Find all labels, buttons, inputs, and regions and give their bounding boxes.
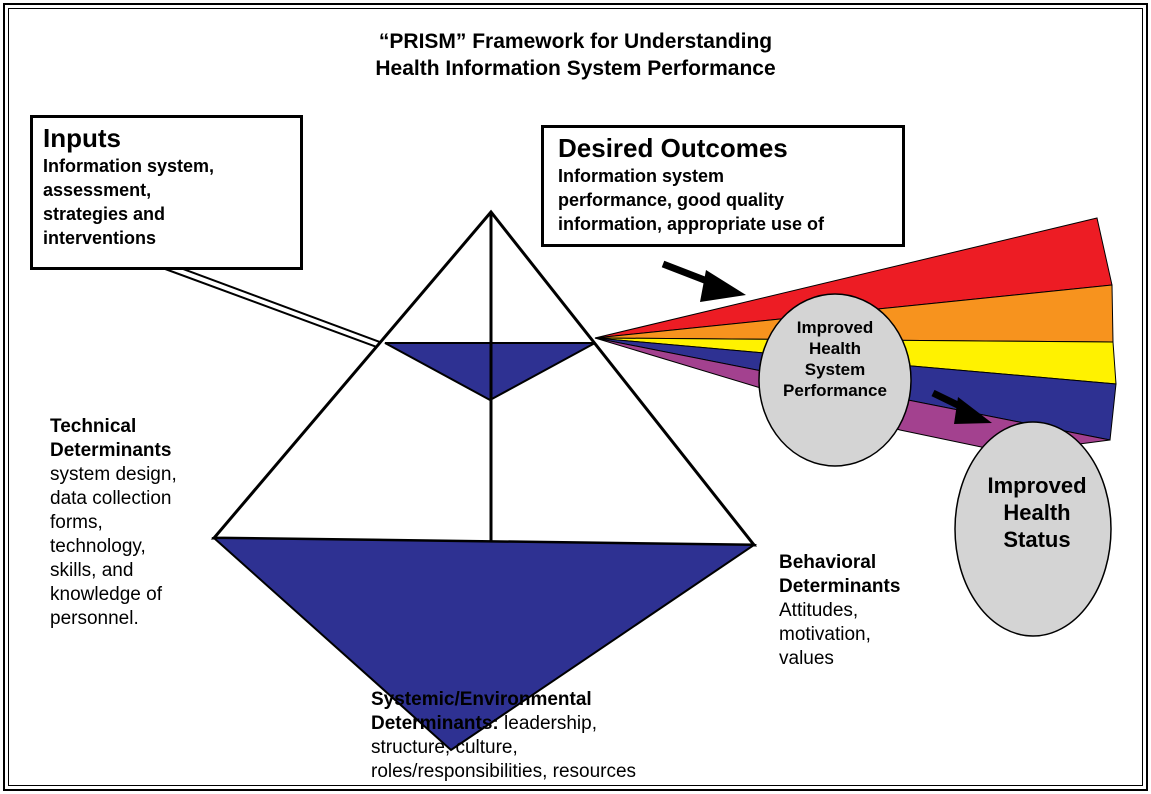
outcomes-line: information, appropriate use of [558,214,825,234]
arrow-head-icon [700,270,746,302]
title-line: Health Information System Performance [375,57,776,80]
oval-line: Performance [783,381,887,400]
title-line: “PRISM” Framework for Understanding [378,30,773,53]
outcomes-line: performance, good quality [558,190,785,210]
systemic-line: roles/responsibilities, resources [371,761,637,782]
technical-heading: Technical [50,416,137,437]
behavioral-heading: Behavioral [779,552,877,573]
oval-line: System [804,360,866,379]
technical-determinants: Technical Determinants system design, da… [50,415,230,631]
outcomes-heading: Desired Outcomes [558,133,788,163]
input-beam-line [137,258,386,351]
systemic-line: structure, culture, [371,737,518,758]
inputs-line: assessment, [43,180,152,200]
systemic-heading: Systemic/Environmental [371,689,592,710]
behavioral-line: motivation, [779,624,871,645]
technical-line: knowledge of [50,584,162,605]
outer-frame [3,3,1148,791]
systemic-line-rest: leadership, [498,713,597,734]
systemic-heading-suffix: Determinants: [371,713,499,734]
oval-line: Improved [987,473,1087,498]
behavioral-line: values [779,648,834,669]
desired-outcomes-box: Desired Outcomes Information system perf… [541,125,905,247]
behavioral-heading: Determinants [779,576,901,597]
inner-frame [8,8,1143,786]
technical-line: data collection [50,488,172,509]
inputs-line: Information system, [43,156,215,176]
technical-heading: Determinants [50,440,172,461]
inputs-line: interventions [43,228,157,248]
inputs-line: strategies and [43,204,166,224]
systemic-determinants: Systemic/Environmental Determinants: lea… [371,688,751,784]
behavioral-line: Attitudes, [779,600,859,621]
oval-health-status [954,421,1112,637]
arrow-head-icon [954,397,992,424]
technical-line: forms, [50,512,103,533]
systemic-line: Determinants: leadership, [371,712,751,736]
inputs-box: Inputs Information system, assessment, s… [30,115,303,270]
inputs-heading: Inputs [43,123,121,153]
oval-health-system [758,293,912,467]
outcomes-line: Information system [558,166,725,186]
behavioral-determinants: Behavioral Determinants Attitudes, motiv… [779,551,979,671]
prism-base-triangle [211,536,758,752]
oval-health-status-label: Improved Health Status [962,472,1112,553]
oval-line: Health [809,339,861,358]
oval-health-system-label: Improved Health System Performance [765,317,905,401]
technical-line: personnel. [50,608,139,629]
technical-line: system design, [50,464,177,485]
page-title: “PRISM” Framework for Understanding Heal… [0,28,1151,82]
technical-line: technology, [50,536,146,557]
technical-line: skills, and [50,560,134,581]
oval-line: Status [1003,527,1071,552]
oval-line: Health [1003,500,1071,525]
oval-line: Improved [796,318,874,337]
